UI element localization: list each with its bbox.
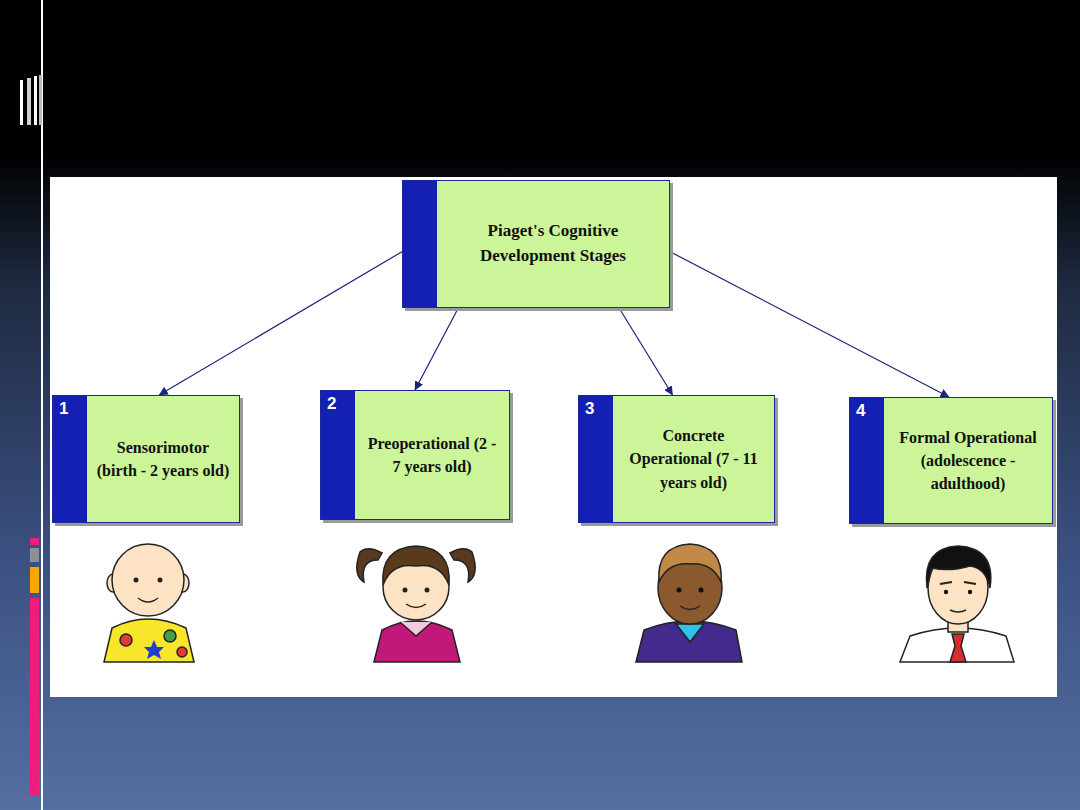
stage-number: 3 — [579, 396, 613, 419]
corner-icon — [20, 75, 42, 125]
boy-figure — [636, 544, 742, 662]
stage-box: 4Formal Operational (adolescence - adult… — [849, 397, 1053, 524]
connector-arrow — [670, 252, 949, 397]
accent-strip: 1 — [53, 396, 87, 522]
connector-arrow — [619, 308, 672, 395]
title-text: Piaget's Cognitive Development Stages — [437, 213, 669, 274]
stage-label: Concrete Operational (7 - 11 years old) — [613, 418, 774, 500]
girl-figure — [357, 546, 475, 662]
box-body: Formal Operational (adolescence - adulth… — [884, 398, 1052, 523]
connector-arrow — [415, 308, 458, 390]
baby-figure — [104, 544, 194, 662]
box-body: Preoperational (2 - 7 years old) — [355, 391, 509, 519]
stage-number: 4 — [850, 398, 884, 421]
stage-number: 2 — [321, 391, 355, 414]
white-panel — [50, 177, 1057, 697]
stage-label: Preoperational (2 - 7 years old) — [355, 426, 509, 484]
stage-label: Formal Operational (adolescence - adulth… — [884, 420, 1052, 502]
accent-strip: 2 — [321, 391, 355, 519]
accent-strip — [403, 181, 437, 307]
stage-label: Sensorimotor (birth - 2 years old) — [87, 430, 239, 488]
stage-box: 1Sensorimotor (birth - 2 years old) — [52, 395, 240, 523]
accent-strip: 4 — [850, 398, 884, 523]
color-bars — [30, 538, 39, 795]
title-box: Piaget's Cognitive Development Stages — [402, 180, 670, 308]
man-figure — [900, 546, 1014, 662]
stage-box: 3Concrete Operational (7 - 11 years old) — [578, 395, 775, 523]
connector-arrow — [159, 252, 402, 395]
stage-box: 2Preoperational (2 - 7 years old) — [320, 390, 510, 520]
accent-strip: 3 — [579, 396, 613, 522]
box-body: Sensorimotor (birth - 2 years old) — [87, 396, 239, 522]
stage-number: 1 — [53, 396, 87, 419]
box-body: Piaget's Cognitive Development Stages — [437, 181, 669, 307]
box-body: Concrete Operational (7 - 11 years old) — [613, 396, 774, 522]
